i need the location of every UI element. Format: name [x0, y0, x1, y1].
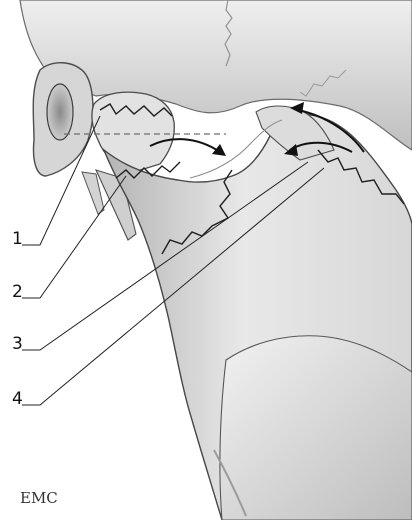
condylar-head — [92, 92, 174, 172]
mandible-body — [220, 336, 412, 520]
label-2: 2 — [12, 282, 23, 302]
emc-logo: EMC — [20, 489, 58, 507]
arrowhead-icon — [212, 144, 226, 156]
ear-canal-opening — [47, 84, 73, 140]
label-4: 4 — [12, 389, 23, 409]
label-1: 1 — [12, 229, 23, 249]
label-3: 3 — [12, 334, 23, 354]
